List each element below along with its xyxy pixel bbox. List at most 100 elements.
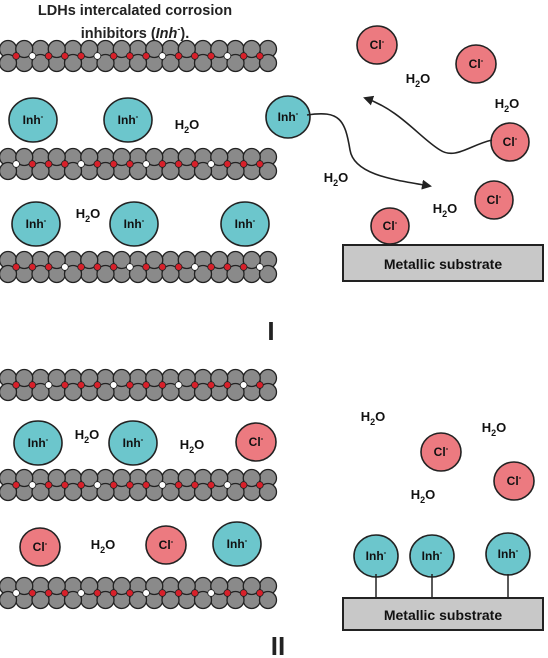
panel-numerals: I II bbox=[267, 316, 285, 658]
red-site bbox=[12, 481, 20, 489]
ldh-layer bbox=[0, 250, 278, 284]
red-site bbox=[126, 589, 134, 597]
red-site bbox=[126, 52, 134, 60]
white-site bbox=[174, 381, 183, 389]
layer-atom bbox=[193, 590, 213, 610]
panel-label-2: II bbox=[271, 631, 285, 658]
white-site bbox=[61, 263, 69, 271]
ldh-layer bbox=[0, 468, 278, 502]
red-site bbox=[28, 160, 37, 168]
white-site bbox=[158, 52, 167, 60]
red-site bbox=[109, 160, 118, 168]
svg-text:Cl-: Cl- bbox=[33, 539, 48, 554]
red-site bbox=[77, 381, 85, 389]
white-site bbox=[12, 589, 20, 597]
layer-atom bbox=[145, 147, 164, 167]
layer-atom bbox=[242, 147, 261, 167]
layer-atom bbox=[80, 39, 99, 59]
layer-atom bbox=[242, 576, 261, 596]
layer-atom bbox=[177, 250, 196, 270]
layer-atom bbox=[15, 250, 34, 270]
red-site bbox=[191, 589, 199, 597]
layer-atom bbox=[242, 368, 261, 388]
svg-text:Inh-: Inh- bbox=[366, 548, 387, 563]
layer-atom bbox=[31, 482, 50, 502]
layer-atom bbox=[47, 250, 66, 270]
red-site bbox=[44, 52, 53, 60]
layer-atom bbox=[258, 482, 278, 502]
white-site bbox=[256, 263, 264, 271]
svg-text:Inh-: Inh- bbox=[124, 216, 145, 231]
layer-atom bbox=[112, 147, 131, 167]
layer-atom bbox=[128, 482, 148, 502]
layer-atom bbox=[47, 368, 66, 388]
red-site bbox=[126, 481, 134, 489]
svg-text:Inh-: Inh- bbox=[23, 112, 44, 127]
layer-atom bbox=[193, 264, 213, 284]
panel-label-1: I bbox=[267, 316, 274, 346]
red-site bbox=[256, 481, 264, 489]
red-site bbox=[207, 381, 215, 389]
red-site bbox=[93, 589, 102, 597]
layer-atom bbox=[161, 161, 180, 181]
layer-atom bbox=[112, 39, 131, 59]
layer-atom bbox=[258, 161, 278, 181]
substrate-panel-1: Metallic substrate bbox=[342, 244, 544, 282]
red-site bbox=[93, 381, 102, 389]
inhibitor-anion: Inh- bbox=[485, 532, 531, 576]
layer-atom bbox=[63, 482, 83, 502]
layer-atom bbox=[128, 382, 148, 402]
water-label: H2O bbox=[175, 117, 200, 135]
red-site bbox=[256, 589, 264, 597]
layer-atom bbox=[112, 576, 131, 596]
red-site bbox=[239, 481, 248, 489]
svg-text:Inh-: Inh- bbox=[118, 112, 139, 127]
red-site bbox=[142, 52, 150, 60]
red-site bbox=[158, 160, 167, 168]
substrate-label-1: Metallic substrate bbox=[384, 256, 502, 272]
inhibitor-anion: Inh- bbox=[109, 201, 159, 247]
svg-text:Cl-: Cl- bbox=[383, 218, 398, 233]
water-label: H2O bbox=[76, 206, 101, 224]
red-site bbox=[44, 481, 53, 489]
layer-atom bbox=[31, 590, 50, 610]
layer-atom bbox=[226, 382, 245, 402]
layer-atom bbox=[15, 468, 34, 488]
red-site bbox=[191, 52, 199, 60]
red-site bbox=[126, 160, 134, 168]
layer-atom bbox=[63, 382, 83, 402]
layer-atom bbox=[145, 250, 164, 270]
red-site bbox=[109, 481, 118, 489]
red-site bbox=[93, 160, 102, 168]
white-site bbox=[44, 381, 53, 389]
layer-atom bbox=[0, 590, 18, 610]
red-site bbox=[239, 52, 248, 60]
layer-atom bbox=[47, 468, 66, 488]
layer-atom bbox=[31, 53, 50, 73]
layer-atom bbox=[80, 468, 99, 488]
layer-atom bbox=[242, 39, 261, 59]
layer-atom bbox=[128, 53, 148, 73]
layer-atom bbox=[96, 53, 115, 73]
red-site bbox=[174, 160, 183, 168]
red-site bbox=[191, 381, 199, 389]
layer-atom bbox=[242, 468, 261, 488]
white-site bbox=[12, 160, 20, 168]
layer-atom bbox=[47, 147, 66, 167]
layer-atom bbox=[112, 250, 131, 270]
layer-atom bbox=[63, 161, 83, 181]
svg-text:Cl-: Cl- bbox=[469, 56, 484, 71]
layer-atom bbox=[0, 482, 18, 502]
red-site bbox=[142, 381, 150, 389]
layer-atom bbox=[193, 382, 213, 402]
red-site bbox=[126, 381, 134, 389]
layer-atom bbox=[128, 264, 148, 284]
red-site bbox=[77, 52, 85, 60]
layer-atom bbox=[193, 482, 213, 502]
red-site bbox=[12, 381, 20, 389]
layer-atom bbox=[145, 39, 164, 59]
particles: Inh-Inh-Inh-Inh-Inh-Inh-Cl-Cl-Cl-Cl-Cl-I… bbox=[8, 25, 535, 578]
red-site bbox=[207, 52, 215, 60]
svg-text:Inh-: Inh- bbox=[278, 109, 299, 124]
